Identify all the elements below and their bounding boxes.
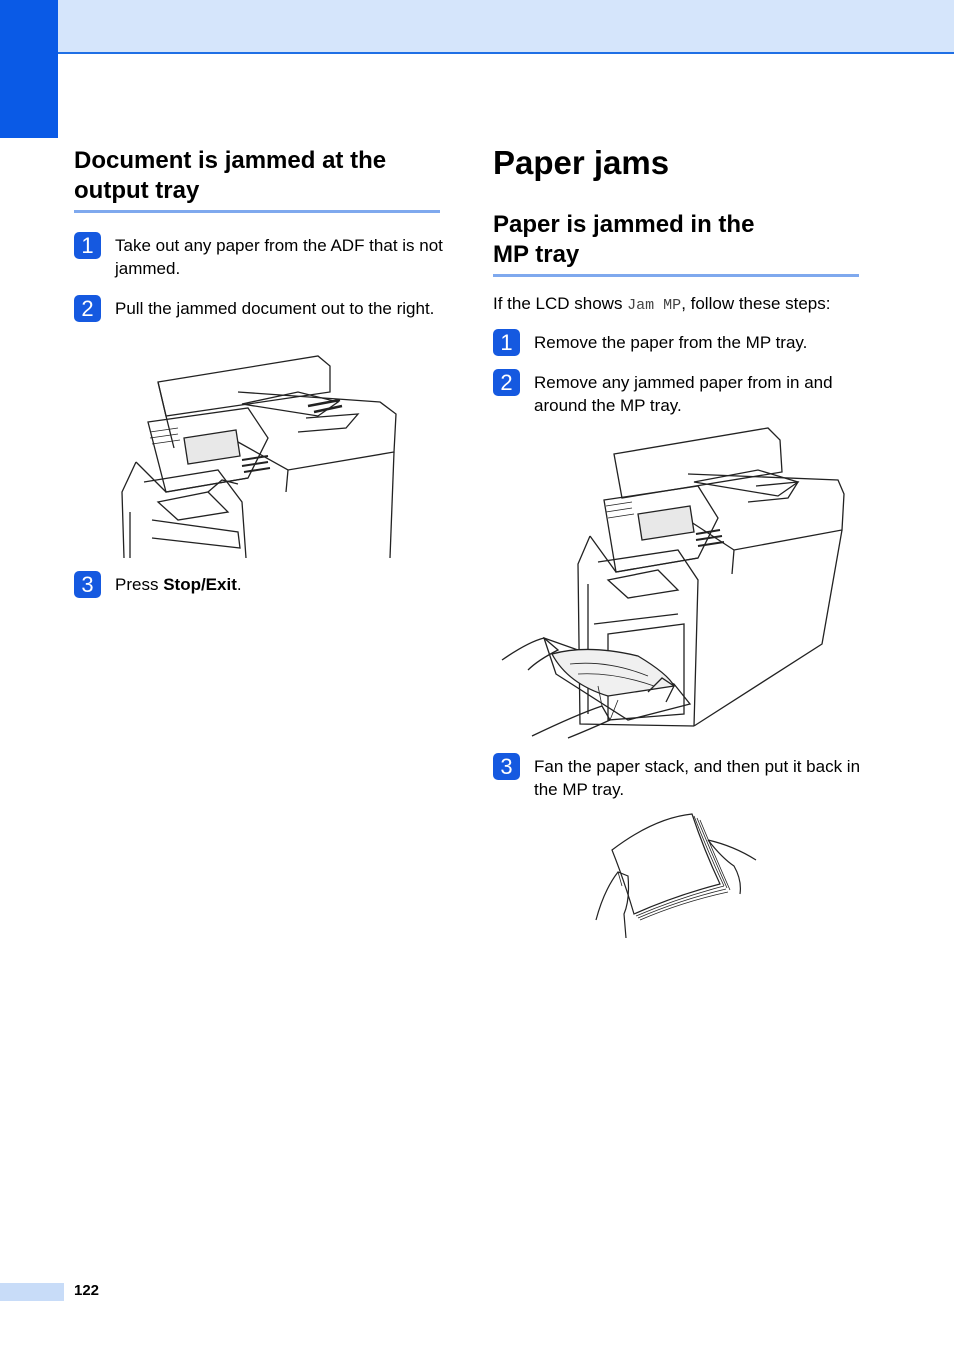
step-text: Fan the paper stack, and then put it bac… [534, 757, 861, 799]
step-number-badge: 3 [493, 753, 520, 780]
heading-rule [74, 210, 440, 213]
step-text: Remove the paper from the MP tray. [534, 333, 808, 352]
footer-band [0, 1283, 64, 1301]
stop-exit-key-label: Stop/Exit [163, 575, 237, 594]
chapter-tab [0, 0, 58, 138]
section-heading-mp-tray: Paper is jammed in the MP tray [493, 211, 755, 268]
step-number-badge: 1 [74, 232, 101, 259]
intro-prefix: If the LCD shows [493, 294, 628, 313]
header-band [0, 0, 954, 54]
step-text: Take out any paper from the ADF that is … [115, 236, 443, 278]
lcd-message: Jam MP [627, 297, 682, 314]
step-text: Pull the jammed document out to the righ… [115, 299, 435, 318]
step-1-left: 1 Take out any paper from the ADF that i… [74, 232, 444, 280]
step-number-badge: 2 [74, 295, 101, 322]
step-number-badge: 1 [493, 329, 520, 356]
intro-text: If the LCD shows Jam MP, follow these st… [493, 292, 873, 317]
page-title: Paper jams [493, 144, 670, 181]
step-2-left: 2 Pull the jammed document out to the ri… [74, 295, 444, 322]
step-text: Press Stop/Exit. [115, 571, 242, 596]
printer-mp-tray-illustration [501, 427, 845, 739]
step-1-right: 1 Remove the paper from the MP tray. [493, 329, 863, 356]
step-number-badge: 3 [74, 571, 101, 598]
step-2-right: 2 Remove any jammed paper from in and ar… [493, 369, 863, 417]
step-number-badge: 2 [493, 369, 520, 396]
page-number: 122 [74, 1282, 100, 1299]
step-text: Remove any jammed paper from in and arou… [534, 373, 833, 415]
heading-rule [493, 274, 859, 277]
step-text-prefix: Press [115, 575, 164, 594]
step-text-suffix: . [236, 575, 242, 594]
step-3-right: 3 Fan the paper stack, and then put it b… [493, 753, 863, 801]
paper-stack-fanning-illustration [595, 813, 757, 939]
section-heading-output-tray: Document is jammed at the output tray [74, 147, 387, 204]
step-3-left: 3 Press Stop/Exit. [74, 571, 444, 598]
intro-suffix: , follow these steps: [681, 294, 831, 313]
printer-adf-illustration [121, 355, 397, 558]
